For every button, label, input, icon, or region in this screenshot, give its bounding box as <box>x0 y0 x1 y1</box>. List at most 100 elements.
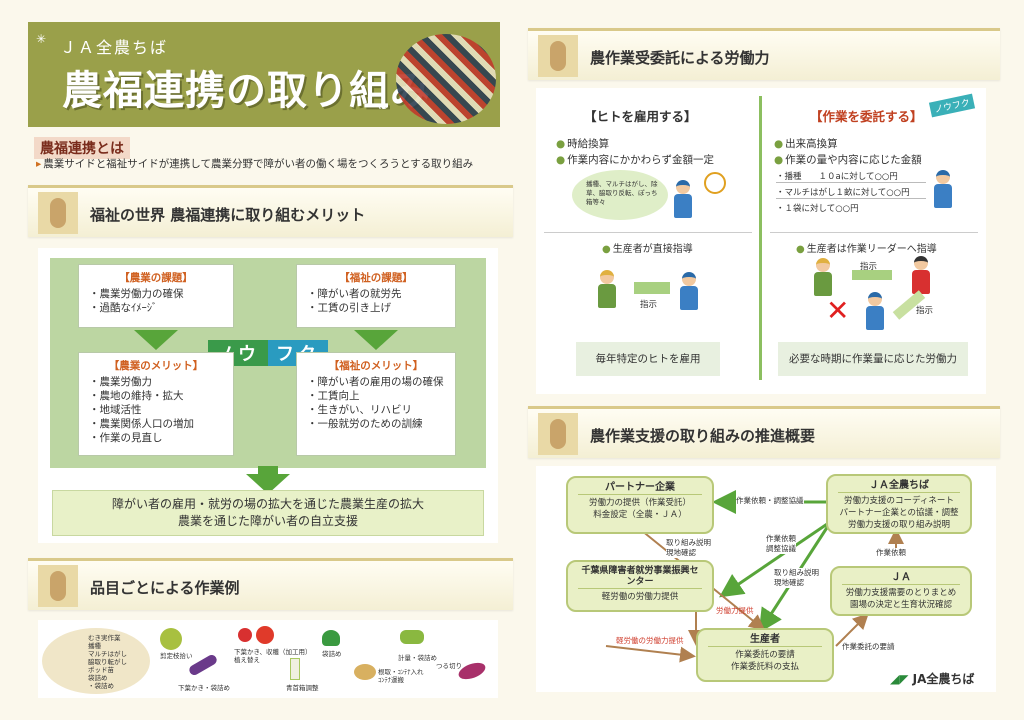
welfare-issue-item: ・工賃の引き上げ <box>307 302 391 314</box>
labor-banner-title: 農作業受委託による労働力 <box>590 49 770 67</box>
rate-divider <box>776 182 926 183</box>
agri-issue-item: ・過酷なｲﾒｰｼﾞ <box>89 302 158 314</box>
tomato-icon <box>256 626 274 644</box>
right-result: 必要な時期に作業量に応じた労働力 <box>778 342 968 376</box>
zennoh-title: ＪＡ全農ちば <box>838 480 960 493</box>
ja-logo: ◢◤ JA全農ちば <box>890 670 974 687</box>
ja-title: ＪＡ <box>842 572 960 585</box>
crop-label-9: つる切り <box>436 662 462 670</box>
clock-icon <box>704 172 726 194</box>
flow-label-red: 労働力提供 <box>716 606 754 615</box>
worker-icon <box>866 292 884 330</box>
producer-line: 作業委託料の支払 <box>730 662 799 672</box>
producer-title: 生産者 <box>708 634 822 647</box>
left-direct-label: 生産者が直接指導 <box>602 240 693 255</box>
header-org: ＪＡ全農ちば <box>60 38 169 57</box>
mascot-icon <box>538 35 578 77</box>
flow-label-red: 軽労働の労働力提供 <box>616 636 684 645</box>
agri-issue-box: 【農業の課題】 ・農業労働力の確保 ・過酷なｲﾒｰｼﾞ <box>78 264 234 328</box>
beans-icon <box>400 630 424 644</box>
row-divider <box>544 232 752 233</box>
crops-banner-title: 品目ごとによる作業例 <box>90 579 240 597</box>
flow-label: 取り組み説明現地確認 <box>774 568 819 588</box>
result-line-2: 農業を通じた障がい者の自立支援 <box>177 514 358 528</box>
mascot-icon <box>538 413 578 455</box>
zennoh-line: 労働力支援のコーディネート <box>844 496 954 506</box>
labor-left-heading: 【ヒトを雇用する】 <box>584 109 697 124</box>
center-line: 軽労働の労働力提供 <box>601 592 679 602</box>
rate-line: ・マルチはがし１畝に対して○○円 <box>776 188 910 198</box>
arrow-right-icon <box>852 270 892 280</box>
agri-merit-title: 【農業のメリット】 <box>108 360 204 372</box>
instruct-label: 指示 <box>860 262 878 272</box>
welfare-issue-item: ・障がい者の就労先 <box>307 288 402 300</box>
worker-icon <box>674 180 692 218</box>
arrow-stem <box>258 466 278 476</box>
agri-merit-item: ・地域活性 <box>89 404 142 416</box>
arrow-down-icon <box>134 330 178 350</box>
crop-label-2: 剪定枝拾い <box>160 652 193 660</box>
crop-label-8: 根取・ｺﾝﾃﾅ入れｺﾝﾃﾅ運搬 <box>378 668 424 684</box>
cloud-text: 播種、マルチはがし、除草、脇取り反転、ぽっち箱等々 <box>586 180 658 206</box>
ja-box: ＪＡ 労働力支援需要のとりまとめ 園場の決定と生育状況確認 <box>830 566 972 616</box>
sparkle-icon: ✳ <box>36 32 47 46</box>
radish-icon <box>290 658 300 680</box>
header-banner: ✳ ＪＡ全農ちば 農福連携の取り組み ❧ <box>28 22 500 127</box>
producer-line: 作業委託の要請 <box>735 650 795 660</box>
ja-line: 労働力支援需要のとりまとめ <box>845 588 957 598</box>
instruct-label: 指示 <box>640 300 658 310</box>
center-title: 千葉県障害者就労事業振興センター <box>578 566 702 589</box>
agri-merit-item: ・作業の見直し <box>89 432 163 444</box>
welfare-issue-title: 【福祉の課題】 <box>339 272 413 284</box>
page-title: 農福連携の取り組み <box>62 68 431 114</box>
support-banner-title: 農作業支援の取り組みの推進概要 <box>590 427 816 445</box>
welfare-merit-item: ・生きがい、リハビリ <box>307 404 412 416</box>
peanut-icon <box>42 628 150 694</box>
left-bullet: 時給換算 <box>556 136 609 151</box>
partner-line: 料金設定（全農・ＪＡ） <box>593 510 687 520</box>
mascot-icon <box>38 192 78 234</box>
crop-label-6: 青首箱調整 <box>286 684 319 692</box>
agri-issue-item: ・農業労働力の確保 <box>89 288 184 300</box>
flow-label: 作業依頼 <box>876 548 906 558</box>
left-result: 毎年特定のヒトを雇用 <box>576 342 720 376</box>
welfare-merit-item: ・一般就労のための訓練 <box>307 418 423 430</box>
crop-label-7: 計量・袋詰め <box>398 654 437 662</box>
producer-box: 生産者 作業委託の要請 作業委託料の支払 <box>696 628 834 682</box>
leader-icon <box>912 256 930 294</box>
farm-photo <box>396 34 496 124</box>
welfare-merit-box: 【福祉のメリット】 ・障がい者の雇用の場の確保 ・工賃向上 ・生きがい、リハビリ… <box>296 352 456 456</box>
spinach-icon <box>322 630 340 646</box>
agri-merit-item: ・農業労働力 <box>89 376 152 388</box>
flow-label: 作業依頼・調整協議 <box>736 496 804 506</box>
welfare-issue-box: 【福祉の課題】 ・障がい者の就労先 ・工賃の引き上げ <box>296 264 456 328</box>
leaf-icon: ❧ <box>378 100 389 114</box>
ja-logo-mark: ◢◤ <box>890 672 909 686</box>
right-direct-label: 生産者は作業リーダーへ指導 <box>796 240 937 255</box>
row-divider <box>770 232 978 233</box>
merits-banner-title: 福祉の世界 農福連携に取り組むメリット <box>90 206 366 224</box>
zennoh-line: 労働力支援の取り組み説明 <box>847 520 950 530</box>
zennoh-line: パートナー企業との協議・調整 <box>839 508 959 518</box>
strawberry-icon <box>238 628 252 642</box>
flow-label: 取り組み説明現地確認 <box>666 538 711 558</box>
thought-cloud <box>572 170 668 220</box>
flow-label: 作業委託の要請 <box>842 642 895 652</box>
crop-label-1: むき実作業播種マルチはがし 脇取り転がしポッド苗袋詰め ・袋詰め <box>88 634 127 690</box>
pear-icon <box>160 628 182 650</box>
right-bullet: 出来高換算 <box>774 136 838 151</box>
flow-label: 作業依頼調整協議 <box>766 534 796 554</box>
right-bullet: 作業の量や内容に応じた金額 <box>774 152 922 167</box>
zennoh-box: ＪＡ全農ちば 労働力支援のコーディネート パートナー企業との協議・調整 労働力支… <box>826 474 972 534</box>
ja-logo-text: JA全農ちば <box>912 672 975 686</box>
agri-merit-item: ・農業関係人口の増加 <box>89 418 194 430</box>
result-line-1: 障がい者の雇用・就労の場の拡大を通じた農業生産の拡大 <box>111 497 424 511</box>
arrow-right-icon <box>634 282 670 294</box>
farmer-icon <box>598 270 616 308</box>
rate-divider <box>776 198 926 199</box>
rate-line: ・播種 １０aに対して○○円 <box>776 172 898 182</box>
rate-line: ・１袋に対して○○円 <box>776 204 859 214</box>
labor-divider <box>759 96 762 380</box>
arrow-down-icon <box>354 330 398 350</box>
partner-line: 労働力の提供（作業受託） <box>588 498 691 508</box>
